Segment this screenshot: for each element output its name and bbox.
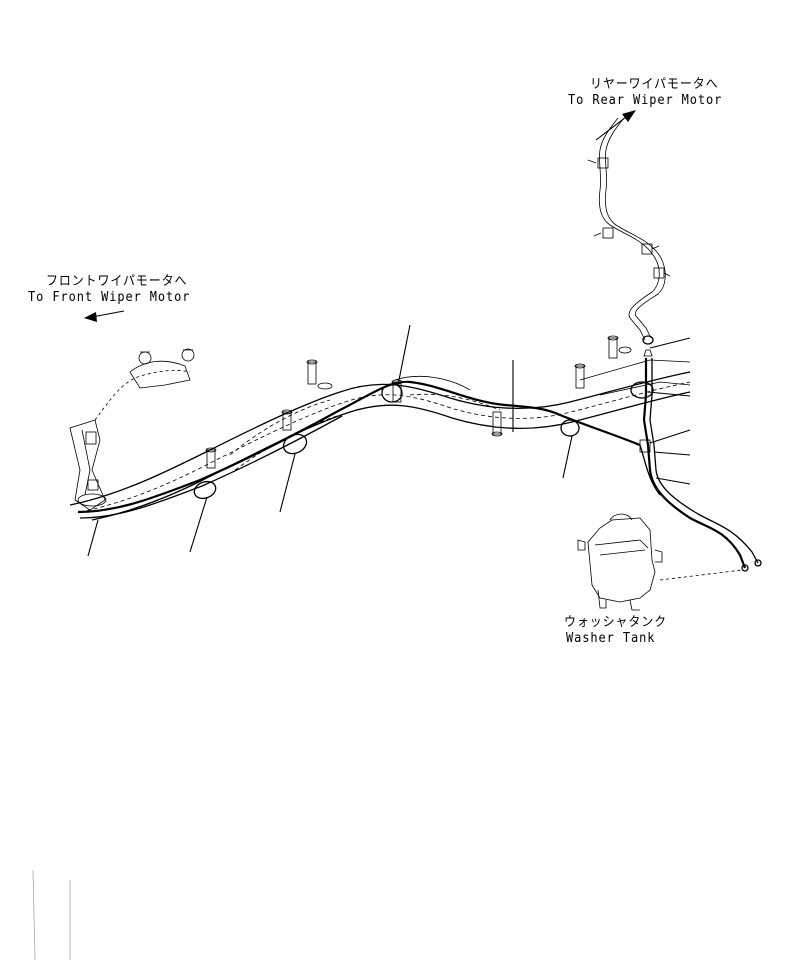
- stud: [607, 335, 632, 359]
- leader-line: [279, 453, 296, 513]
- rear-hose-clip: [587, 157, 609, 169]
- stud: [281, 409, 293, 431]
- leader-line: [653, 451, 691, 456]
- hose-clamps: [193, 381, 654, 500]
- leader-line: [397, 324, 411, 386]
- stud: [574, 363, 586, 389]
- rear-direction-arrow: [595, 110, 636, 141]
- leader-lines: [87, 324, 691, 557]
- rear-hose-clip: [593, 227, 614, 239]
- front-wiper-label-jp: フロントワイパモータへ: [46, 274, 188, 289]
- rear-washer-hose: [587, 117, 671, 357]
- washer-tank: [577, 513, 663, 611]
- washer-tank-label-en: Washer Tank: [566, 631, 656, 646]
- rear-hose-clip: [653, 267, 671, 279]
- leader-line: [655, 477, 691, 485]
- front-wiper-label-en: To Front Wiper Motor: [28, 290, 191, 305]
- rear-wiper-label-jp: リヤーワイパモータへ: [590, 77, 719, 92]
- tank-hoses: [639, 358, 762, 581]
- front-direction-arrow: [84, 310, 125, 322]
- hose-joint: [642, 335, 654, 345]
- stud: [205, 447, 217, 469]
- clamp: [381, 383, 403, 403]
- washer-tank-label-jp: ウォッシャタンク: [564, 615, 668, 630]
- front-washer-hose: [77, 380, 641, 514]
- leader-line: [87, 519, 99, 557]
- leader-line: [189, 496, 208, 553]
- leader-line: [649, 429, 691, 444]
- front-wiper-bracket: [69, 348, 195, 511]
- leader-line: [562, 435, 573, 479]
- clamp: [630, 381, 654, 399]
- hose-connector: [639, 439, 651, 453]
- leader-line: [649, 337, 691, 349]
- rear-wiper-label-en: To Rear Wiper Motor: [568, 93, 723, 108]
- frame-beam: [69, 359, 691, 521]
- clamp: [193, 480, 217, 500]
- clamp: [282, 433, 308, 455]
- leader-line: [647, 391, 691, 397]
- stud: [306, 359, 333, 390]
- rear-hose-clip: [641, 243, 660, 255]
- stud: [491, 411, 503, 437]
- clamp: [560, 419, 580, 437]
